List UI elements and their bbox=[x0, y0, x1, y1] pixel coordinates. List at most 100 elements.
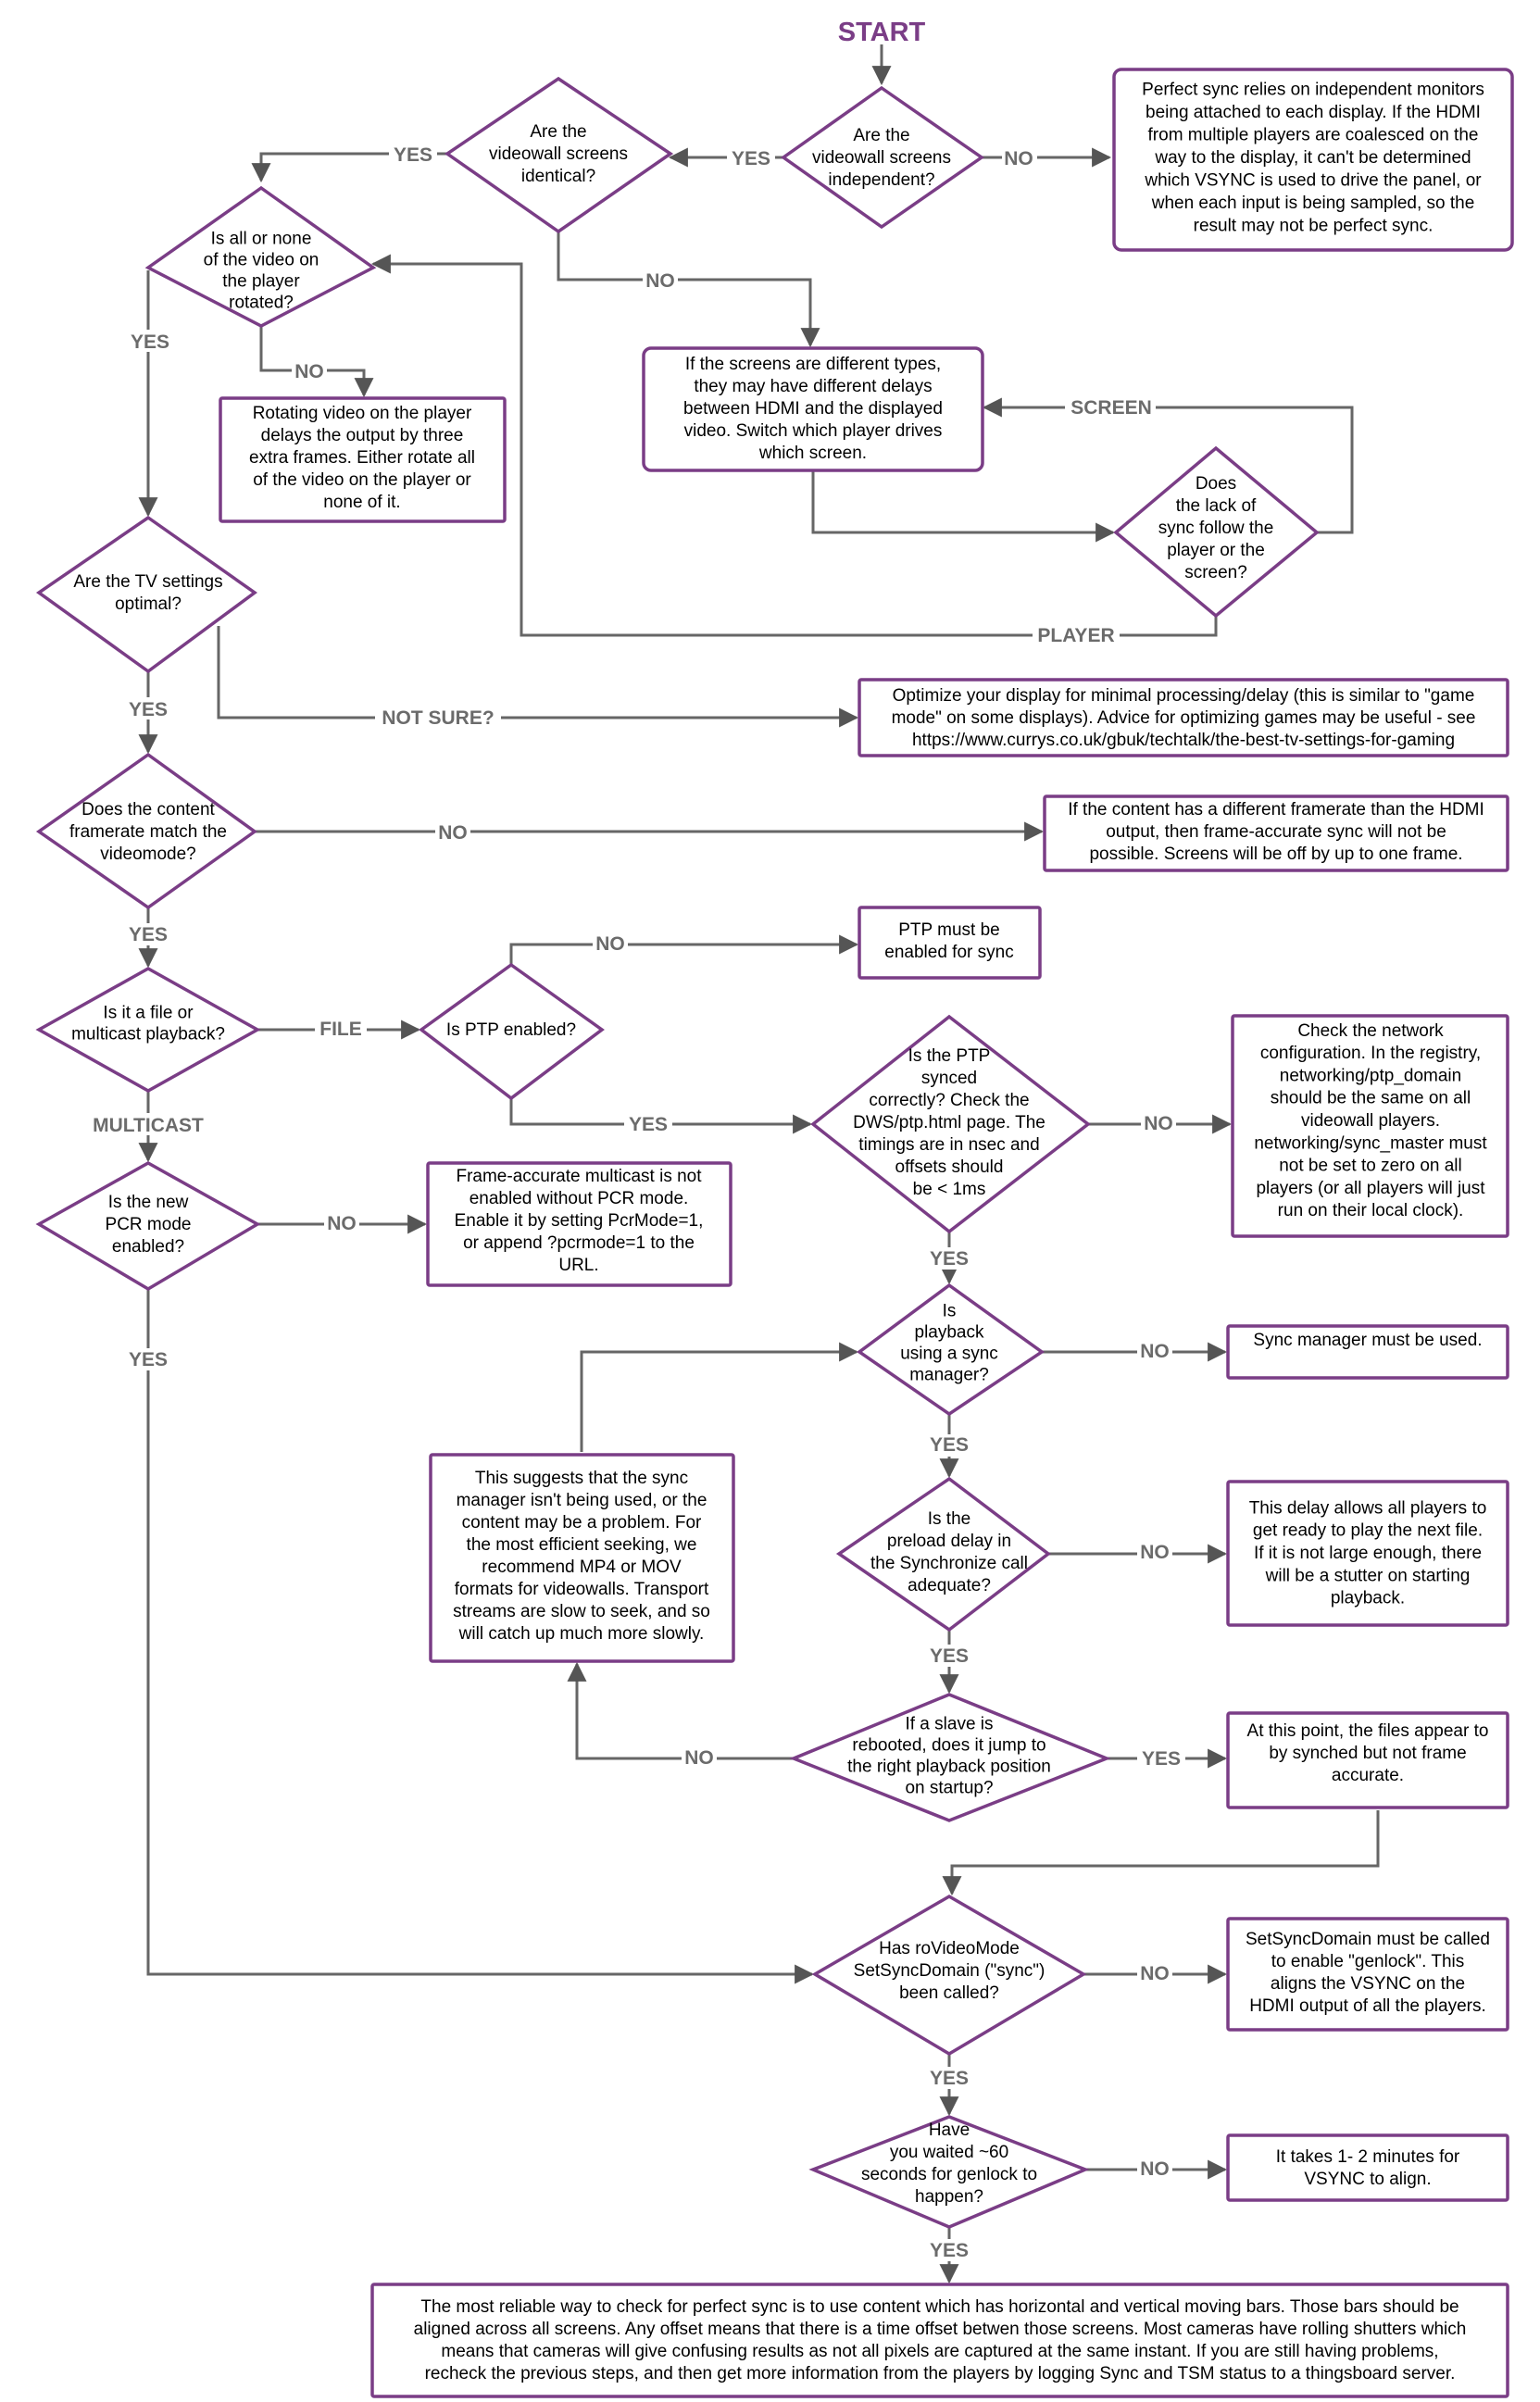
node-line: of the video on bbox=[204, 251, 319, 270]
edge-label-setsync-yes: YES bbox=[930, 2068, 969, 2089]
note-framerate bbox=[1043, 794, 1509, 872]
edge-label-lack-screen: SCREEN bbox=[1070, 397, 1152, 419]
node-line: they may have different delays bbox=[694, 377, 932, 396]
node-line: Is all or none bbox=[211, 230, 312, 249]
node-text-n-sync-manager: Sync manager must be used. bbox=[1253, 1331, 1482, 1350]
edge-label-ptp-yes: YES bbox=[629, 1114, 668, 1135]
node-line: SetSyncDomain must be called bbox=[1246, 1930, 1490, 1949]
node-line: videowall players. bbox=[1301, 1111, 1440, 1131]
node-line: configuration. In the registry, bbox=[1260, 1044, 1481, 1063]
node-line: Perfect sync relies on independent monit… bbox=[1142, 81, 1484, 100]
node-line: preload delay in bbox=[887, 1532, 1011, 1551]
decision-framerate bbox=[35, 752, 258, 910]
node-line: when each input is being sampled, so the bbox=[1151, 194, 1475, 213]
node-line: none of it. bbox=[323, 493, 400, 512]
note-sync-manager bbox=[1226, 1324, 1509, 1380]
node-line: DWS/ptp.html page. The bbox=[853, 1113, 1045, 1132]
decision-waited bbox=[808, 2115, 1090, 2229]
edge-label-pcr-no: NO bbox=[327, 1213, 357, 1234]
decision-ptp-enabled bbox=[419, 962, 605, 1101]
node-line: the player bbox=[222, 272, 300, 292]
edge-label-framerate-no: NO bbox=[438, 822, 468, 844]
edge-label-tv-not-sure: NOT SURE? bbox=[382, 707, 494, 729]
node-line: mode" on some displays). Advice for opti… bbox=[892, 708, 1476, 728]
node-text-n-final: The most reliable way to check for perfe… bbox=[414, 2297, 1467, 2383]
node-line: Is it a file or bbox=[103, 1004, 194, 1023]
edge-label-preload-no: NO bbox=[1140, 1542, 1170, 1563]
decision-preload bbox=[835, 1476, 1051, 1633]
edge-label-sync-manager-yes: YES bbox=[930, 1434, 969, 1456]
edge-label-rotated-yes: YES bbox=[131, 332, 169, 353]
edge-label-framerate-yes: YES bbox=[129, 924, 168, 945]
node-line: networking/ptp_domain bbox=[1280, 1066, 1461, 1085]
edge-label-slave-no: NO bbox=[684, 1747, 714, 1769]
node-line: VSYNC to align. bbox=[1304, 2170, 1431, 2189]
node-line: adequate? bbox=[908, 1576, 991, 1595]
node-line: streams are slow to seek, and so bbox=[453, 1602, 710, 1621]
node-text-n-perfect-sync: Perfect sync relies on independent monit… bbox=[1142, 81, 1484, 236]
node-line: Frame-accurate multicast is not bbox=[456, 1167, 702, 1186]
node-line: possible. Screens will be off by up to o… bbox=[1089, 844, 1462, 864]
node-line: video. Switch which player drives bbox=[684, 421, 943, 441]
note-pcr-mode bbox=[426, 1161, 732, 1287]
edge-label-waited-yes: YES bbox=[930, 2240, 969, 2261]
node-line: been called? bbox=[899, 1983, 999, 2003]
note-suggests bbox=[429, 1453, 735, 1663]
decision-setsyncdomain bbox=[811, 1894, 1087, 2057]
node-line: videomode? bbox=[100, 844, 196, 864]
node-line: multicast playback? bbox=[71, 1025, 225, 1045]
note-waited bbox=[1226, 2133, 1509, 2202]
node-line: offsets should bbox=[895, 1157, 1004, 1177]
node-line: using a sync bbox=[900, 1345, 998, 1364]
node-line: being attached to each display. If the H… bbox=[1146, 103, 1481, 122]
edge-label-ptp-synced-yes: YES bbox=[930, 1248, 969, 1270]
edge-label-tv-yes: YES bbox=[129, 699, 168, 720]
edge-label-independent-no: NO bbox=[1004, 148, 1033, 169]
node-line: It takes 1- 2 minutes for bbox=[1276, 2147, 1460, 2167]
node-line: to enable "genlock". This bbox=[1271, 1952, 1465, 1971]
node-line: PTP must be bbox=[898, 920, 999, 940]
note-network bbox=[1231, 1014, 1509, 1238]
node-line: This delay allows all players to bbox=[1249, 1498, 1487, 1518]
node-line: player or the bbox=[1167, 541, 1265, 560]
node-line: the lack of bbox=[1176, 496, 1257, 516]
node-line: Enable it by setting PcrMode=1, bbox=[455, 1211, 704, 1231]
edge-identical-yes bbox=[251, 152, 447, 183]
node-line: Sync manager must be used. bbox=[1253, 1331, 1482, 1350]
node-line: Has roVideoMode bbox=[879, 1939, 1020, 1958]
edge-label-ptp-synced-no: NO bbox=[1144, 1113, 1173, 1134]
node-line: https://www.currys.co.uk/gbuk/techtalk/t… bbox=[912, 731, 1455, 750]
node-line: means that cameras will give confusing r… bbox=[441, 2342, 1438, 2361]
node-line: aligns the VSYNC on the bbox=[1271, 1974, 1465, 1994]
edge-tv-not-sure bbox=[217, 626, 859, 728]
edge-label-rotated-no: NO bbox=[294, 361, 324, 382]
node-line: framerate match the bbox=[69, 822, 227, 842]
node-line: identical? bbox=[521, 167, 595, 186]
node-line: or append ?pcrmode=1 to the bbox=[463, 1233, 695, 1253]
node-line: the right playback position bbox=[847, 1758, 1051, 1777]
node-line: Check the network bbox=[1297, 1021, 1444, 1041]
node-line: the most efficient seeking, we bbox=[467, 1535, 697, 1555]
node-line: correctly? Check the bbox=[869, 1091, 1029, 1110]
node-line: be < 1ms bbox=[913, 1180, 986, 1199]
node-line: aligned across all screens. Any offset m… bbox=[414, 2320, 1467, 2339]
note-ptp-must bbox=[858, 906, 1042, 980]
node-line: output, then frame-accurate sync will no… bbox=[1106, 822, 1446, 842]
decision-ptp-synced bbox=[810, 1014, 1091, 1234]
edge-label-sync-manager-no: NO bbox=[1140, 1341, 1170, 1362]
note-rotating bbox=[219, 396, 507, 523]
node-text-q-ptp-enabled: Is PTP enabled? bbox=[446, 1020, 576, 1040]
node-line: on startup? bbox=[905, 1779, 993, 1798]
node-line: independent? bbox=[828, 170, 934, 190]
node-line: rotated? bbox=[229, 294, 294, 313]
note-preload bbox=[1226, 1480, 1509, 1627]
node-line: Are the bbox=[530, 122, 586, 142]
